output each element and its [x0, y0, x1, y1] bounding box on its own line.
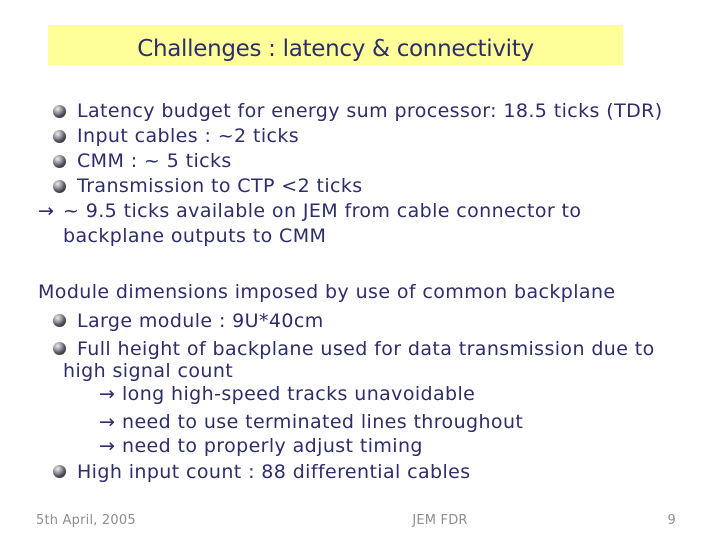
arrow-icon: → — [99, 435, 116, 457]
line-text: CMM : ~ 5 ticks — [77, 150, 232, 172]
line-text: Module dimensions imposed by use of comm… — [38, 281, 616, 303]
arrow-icon: → — [38, 200, 55, 222]
arrow-sub-item: → need to use terminated lines throughout — [0, 409, 720, 435]
sphere-bullet-icon — [53, 130, 66, 143]
sphere-bullet-icon — [53, 465, 66, 478]
bullet-item: Full height of backplane used for data t… — [0, 336, 720, 362]
sphere-bullet-icon — [53, 314, 66, 327]
bullet-item: CMM : ~ 5 ticks — [0, 149, 720, 174]
line-text: Full height of backplane used for data t… — [77, 338, 655, 360]
line-text: High input count : 88 differential cable… — [77, 461, 471, 483]
line-text: Input cables : ~2 ticks — [77, 125, 300, 147]
line-text: backplane outputs to CMM — [63, 225, 327, 247]
line-text: long high-speed tracks unavoidable — [122, 383, 476, 405]
latency-budget-section: Latency budget for energy sum processor:… — [0, 99, 720, 249]
bullet-item: Input cables : ~2 ticks — [0, 124, 720, 149]
sphere-bullet-icon — [53, 342, 66, 355]
bullet-item: Large module : 9U*40cm — [0, 308, 720, 334]
continuation-line: backplane outputs to CMM — [0, 224, 720, 249]
arrow-sub-item: → long high-speed tracks unavoidable — [0, 381, 720, 407]
bullet-item: Latency budget for energy sum processor:… — [0, 99, 720, 124]
arrow-sub-item: → need to properly adjust timing — [0, 433, 720, 459]
arrow-item: → ~ 9.5 ticks available on JEM from cable… — [0, 199, 720, 224]
line-text: need to use terminated lines throughout — [122, 411, 524, 433]
line-text: high signal count — [63, 360, 234, 382]
sphere-bullet-icon — [53, 155, 66, 168]
arrow-icon: → — [99, 383, 116, 405]
footer-date: 5th April, 2005 — [36, 513, 136, 528]
sphere-bullet-icon — [53, 180, 66, 193]
section-header: Module dimensions imposed by use of comm… — [0, 279, 720, 305]
arrow-icon: → — [99, 411, 116, 433]
sphere-bullet-icon — [53, 105, 66, 118]
footer-presentation-name: JEM FDR — [412, 513, 468, 528]
line-text: Large module : 9U*40cm — [77, 310, 324, 332]
line-text: Latency budget for energy sum processor:… — [77, 100, 663, 122]
bullet-item: Transmission to CTP <2 ticks — [0, 174, 720, 199]
footer-page-number: 9 — [667, 513, 676, 528]
continuation-line: high signal count — [0, 358, 720, 384]
line-text: Transmission to CTP <2 ticks — [77, 175, 363, 197]
slide-title: Challenges : latency & connectivity — [137, 36, 534, 62]
bullet-item: High input count : 88 differential cable… — [0, 459, 720, 485]
line-text: need to properly adjust timing — [122, 435, 423, 457]
module-dimensions-section: Module dimensions imposed by use of comm… — [0, 279, 720, 485]
line-text: ~ 9.5 ticks available on JEM from cable … — [63, 200, 582, 222]
slide-title-banner: Challenges : latency & connectivity — [48, 25, 623, 65]
